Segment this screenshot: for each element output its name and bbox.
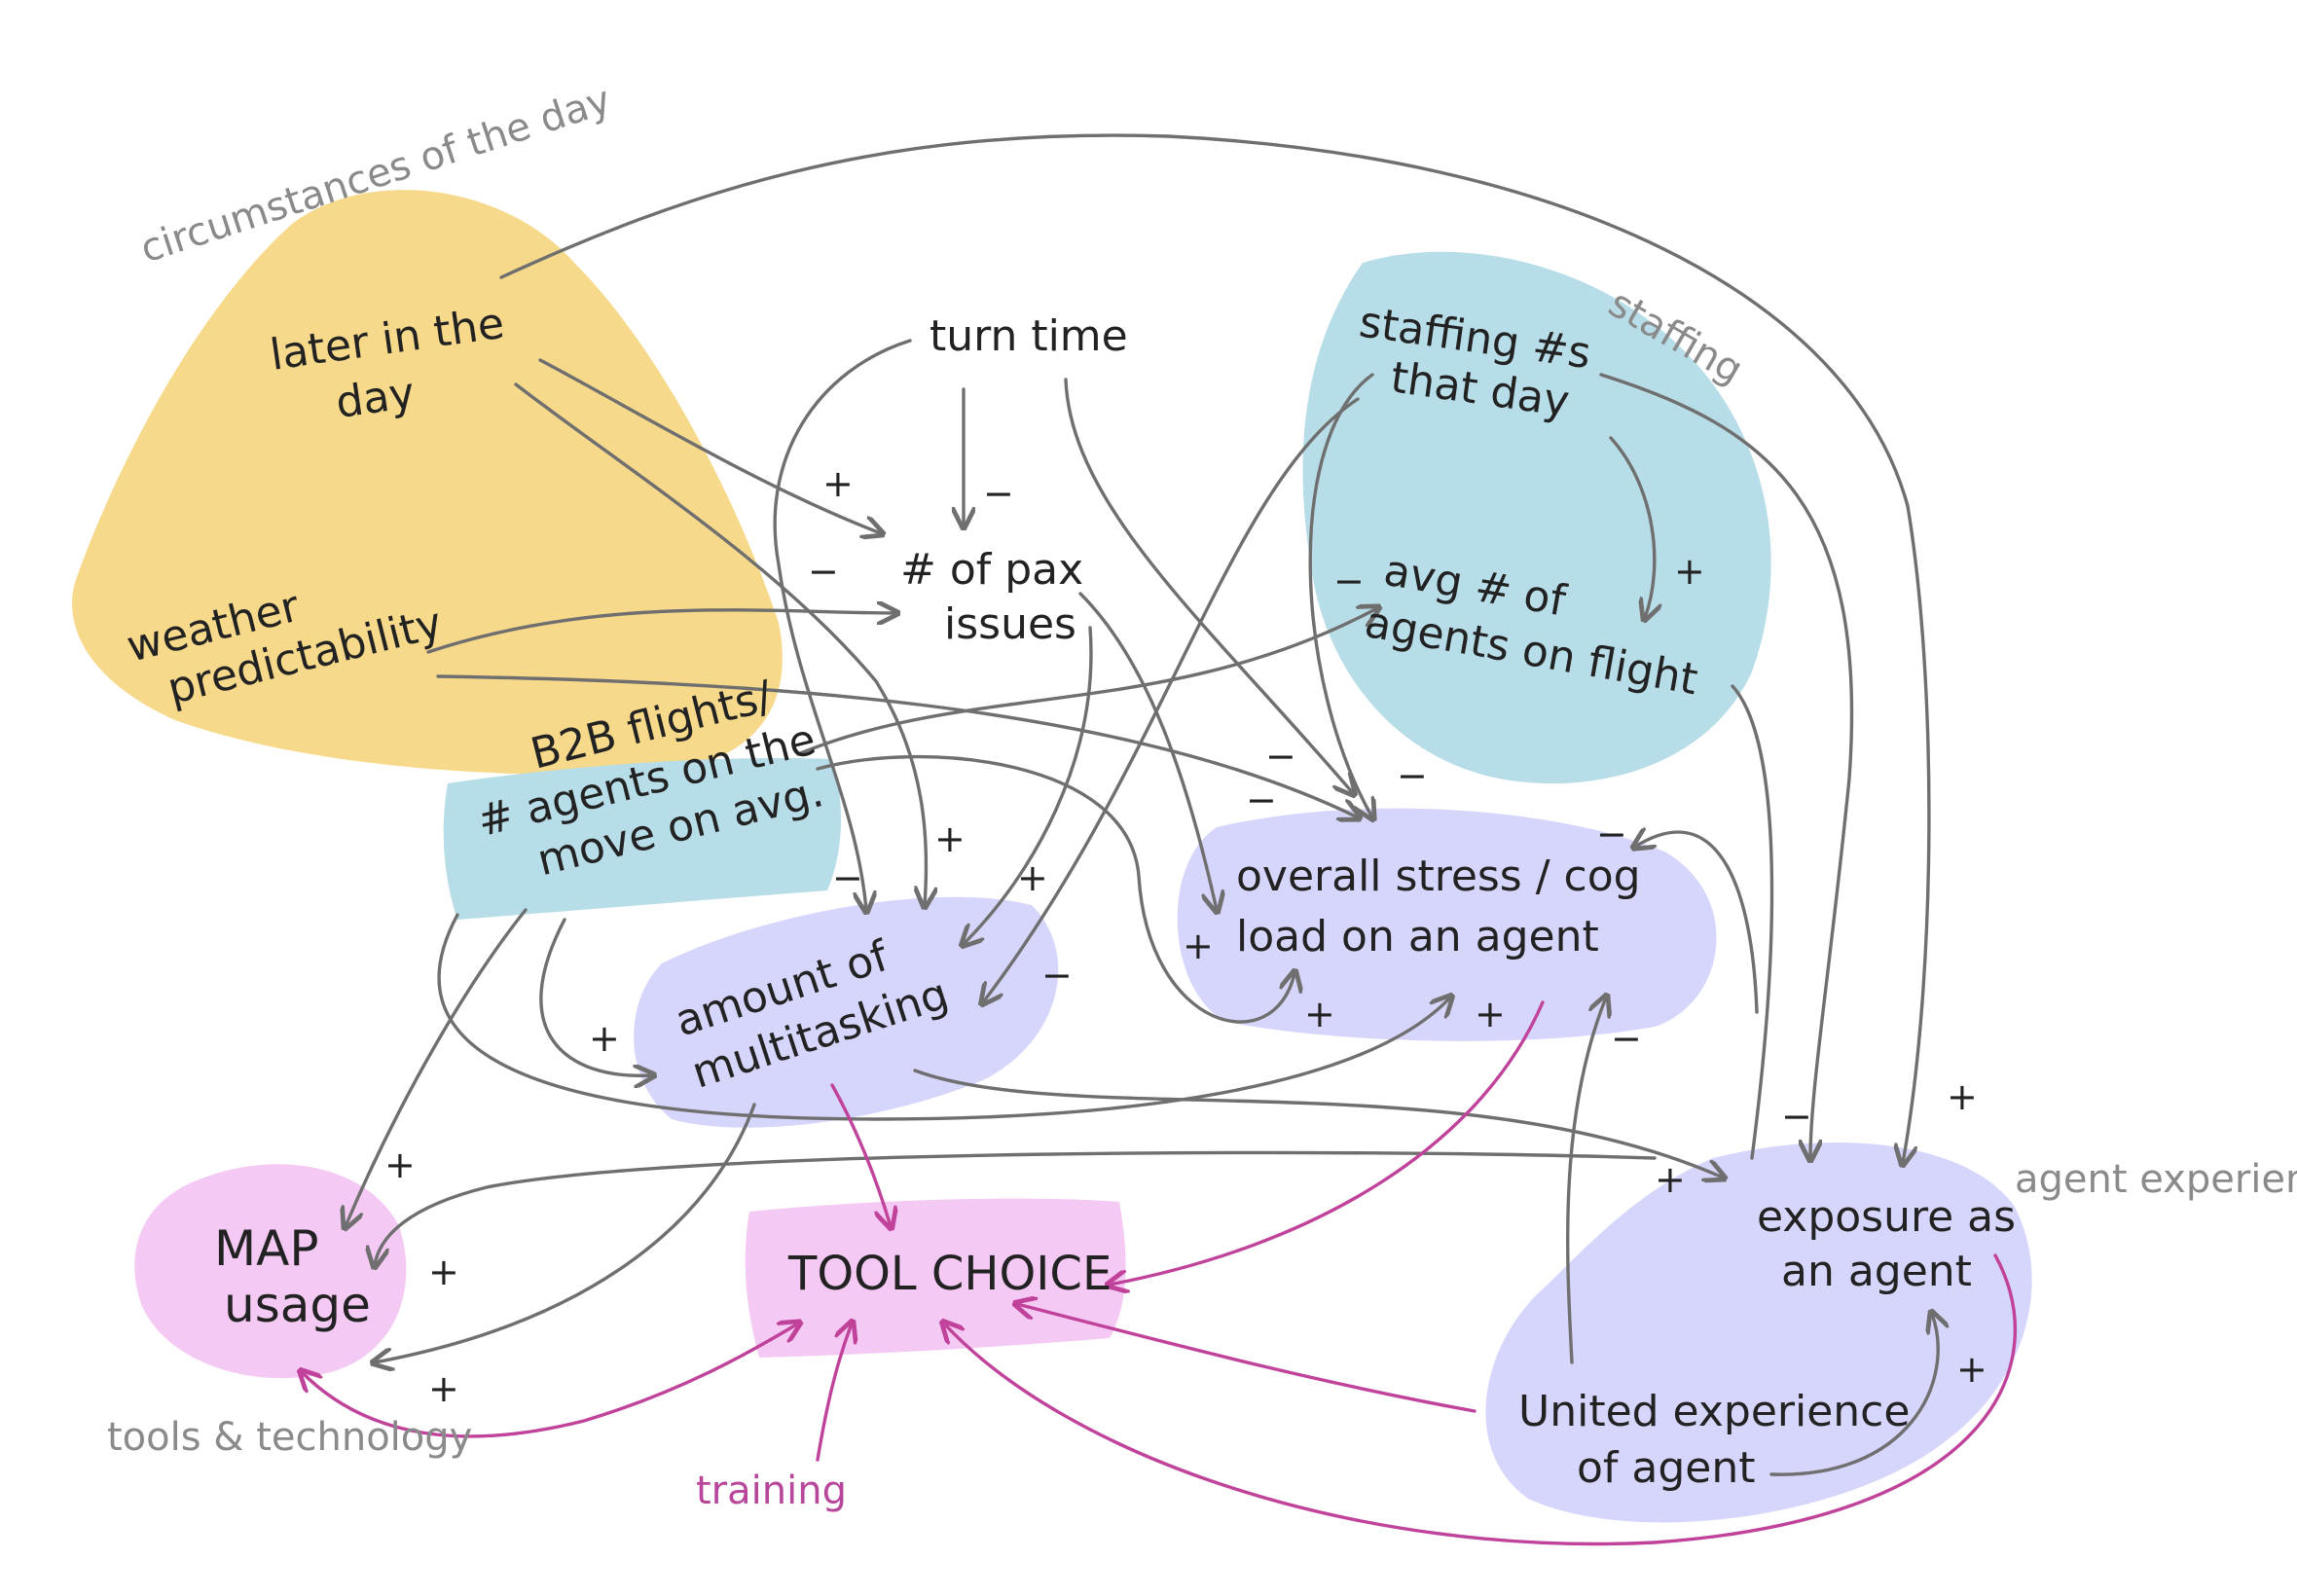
arrow-pax-to-multitasking: [964, 626, 1093, 944]
lavender-blob-stress: [1177, 808, 1717, 1041]
arrow-united-to-exposure: [1769, 1314, 1938, 1476]
arrow-multitasking-to-exposure: [913, 1069, 1723, 1178]
sign-avg-stress: −: [1596, 813, 1627, 855]
sign-exposure-map: +: [428, 1251, 459, 1293]
arrow-b2b-to-map: [346, 908, 528, 1226]
node-turn-time: turn time: [930, 311, 1128, 361]
arrow-exposure-to-map: [375, 1150, 1657, 1265]
arrow-b2b-to-multitasking: [539, 918, 652, 1075]
group-label-tools: tools & technology: [107, 1415, 472, 1460]
node-exposure: exposure as an agent: [1757, 1192, 2029, 1296]
node-tool-choice: TOOL CHOICE: [787, 1247, 1112, 1301]
arrow-map-toolchoice: [302, 1324, 798, 1438]
arrow-weather-to-stress: [436, 674, 1358, 817]
node-map-usage: MAP usage: [214, 1220, 371, 1333]
sign-turntime-pax: −: [983, 472, 1014, 515]
sign-united-exposure: +: [1956, 1348, 1987, 1391]
sign-staffing-stress: −: [1333, 560, 1365, 602]
sign-b2b-multitask: +: [589, 1017, 620, 1060]
yellow-blob-circumstances: [72, 190, 783, 776]
arrow-training-to-toolchoice: [816, 1324, 852, 1462]
node-stress: overall stress / cog load on an agent: [1236, 852, 1655, 961]
sign-weather-stress: −: [1246, 779, 1277, 821]
sign-later-exposure: +: [1947, 1075, 1978, 1118]
arrow-stress-to-toolchoice: [1110, 1000, 1545, 1285]
arrow-later-to-multitasking: [514, 382, 927, 905]
group-label-agent-experience: agent experience: [2015, 1157, 2297, 1202]
arrow-b2b-to-stress-low: [437, 913, 1450, 1121]
sign-staffing-stress-2: −: [1397, 754, 1428, 797]
sign-b2b-stress-low: +: [1475, 993, 1506, 1035]
blue-blob-b2b: [443, 758, 842, 920]
sign-pax-multitask: +: [1017, 856, 1048, 899]
sign-avg-exposure: −: [1781, 1095, 1812, 1138]
arrow-later-to-exposure: [499, 133, 1931, 1163]
arrow-united-to-stress: [1565, 998, 1606, 1364]
arrow-staffing-to-avg: [1609, 436, 1655, 618]
sign-b2b-map: +: [384, 1143, 416, 1186]
sign-pax-stress: +: [1183, 925, 1214, 967]
sign-multitask-map: +: [428, 1367, 459, 1410]
arrow-united-to-toolchoice: [1017, 1304, 1477, 1413]
arrow-staffing-to-exposure: [1599, 373, 1854, 1158]
lavender-blob-multitasking: [634, 896, 1059, 1128]
sign-weather-pax: −: [808, 550, 839, 593]
blue-blob-staffing: [1302, 251, 1771, 784]
sign-multitask-exposure: +: [1655, 1158, 1686, 1201]
arrow-exposure-to-toolchoice: [944, 1253, 2017, 1546]
lavender-blob-agent-experience: [1485, 1143, 2032, 1523]
sign-united-stress: −: [1611, 1017, 1642, 1060]
arrow-staffing-to-multitasking: [983, 397, 1360, 1002]
sign-later-multitask: +: [934, 817, 966, 860]
arrow-b2b-to-stress-loop: [816, 754, 1294, 1024]
arrow-multitasking-to-map: [375, 1103, 756, 1362]
sign-b2b-stress: +: [1304, 993, 1335, 1035]
sign-turntime-multitask: +: [822, 462, 854, 505]
arrow-turntime-to-multitasking: [773, 339, 912, 910]
arrow-weather-to-pax: [426, 610, 895, 654]
node-united-experience: United experience of agent: [1518, 1387, 1923, 1493]
arrow-avg-to-stress: [1635, 684, 1774, 1160]
arrow-later-to-pax: [538, 358, 881, 533]
arrow-turntime-to-stress: [1064, 378, 1353, 793]
arrow-b2b-to-avg: [796, 608, 1377, 756]
arrow-pax-to-stress: [1078, 592, 1217, 910]
sign-turntime-stress: −: [1265, 735, 1296, 778]
node-pax-issues: # of pax issues: [900, 545, 1097, 649]
sign-b2b-avg: −: [832, 856, 863, 899]
sign-staffing-avg: +: [1674, 550, 1705, 593]
group-label-training: training: [696, 1469, 847, 1513]
sign-staffing-multitask: −: [1041, 954, 1073, 997]
arrow-multitasking-to-toolchoice: [830, 1083, 891, 1226]
